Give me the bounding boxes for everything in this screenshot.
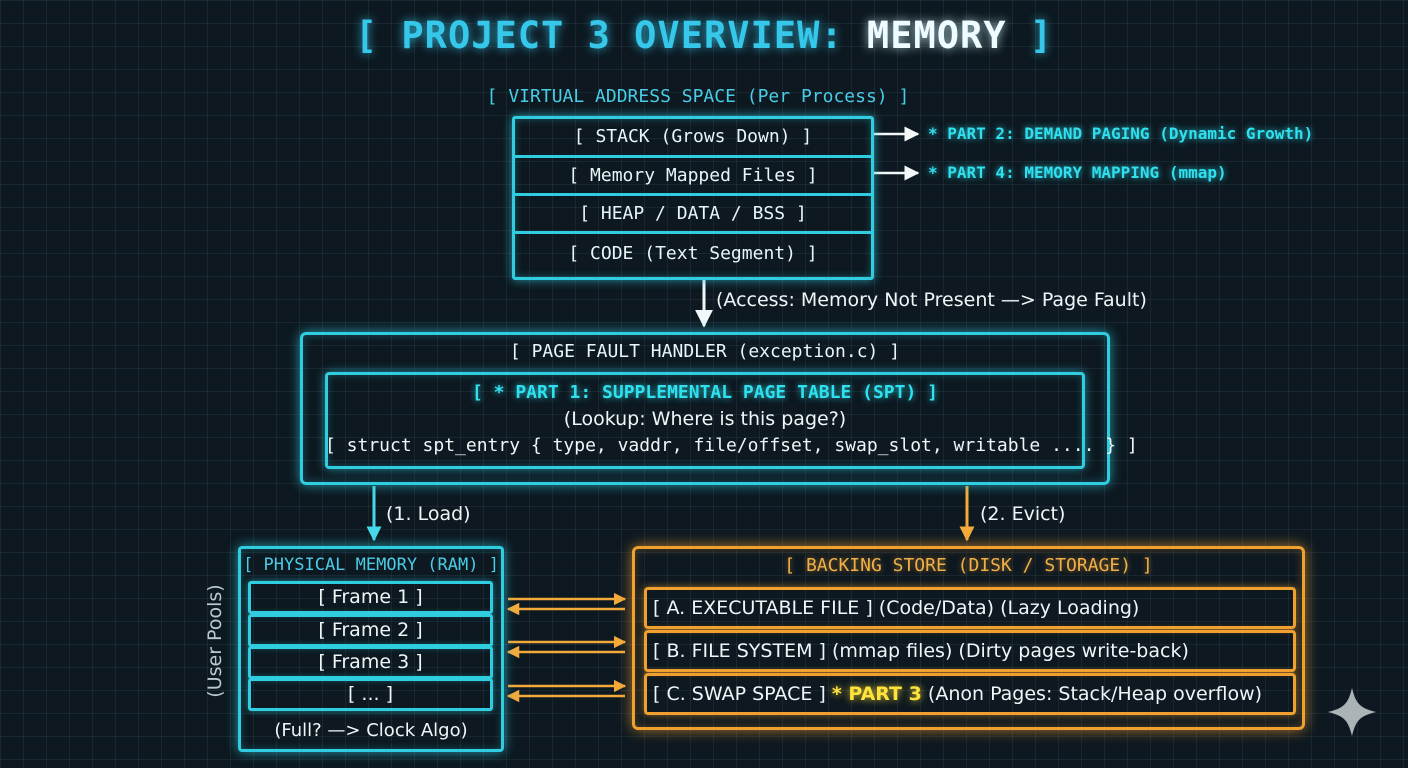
title-prefix: [ PROJECT 3 OVERVIEW: bbox=[354, 14, 844, 57]
sparkle-icon bbox=[1328, 688, 1376, 736]
spt-subtitle: (Lookup: Where is this page?) bbox=[563, 408, 847, 430]
vas-segment-code: [ CODE (Text Segment) ] bbox=[568, 243, 818, 264]
page-title: [ PROJECT 3 OVERVIEW: MEMORY ] bbox=[0, 14, 1408, 57]
physical-memory-label: [ PHYSICAL MEMORY (RAM) ] bbox=[243, 555, 499, 575]
user-pools-label: (User Pools) bbox=[204, 584, 226, 698]
backing-store-box bbox=[632, 546, 1305, 730]
file-system-row: [ B. FILE SYSTEM ] (mmap files) (Dirty p… bbox=[644, 630, 1296, 672]
spt-title: [ * PART 1: SUPPLEMENTAL PAGE TABLE (SPT… bbox=[472, 382, 938, 403]
page-fault-handler-box bbox=[300, 332, 1110, 485]
vas-box: [ STACK (Grows Down) ] [ Memory Mapped F… bbox=[512, 116, 874, 280]
swap-space-desc: (Anon Pages: Stack/Heap overflow) bbox=[927, 683, 1263, 705]
vas-segment-stack: [ STACK (Grows Down) ] bbox=[515, 119, 871, 158]
spt-box bbox=[325, 372, 1085, 469]
clock-algo-note: (Full? —> Clock Algo) bbox=[274, 720, 468, 741]
part4-note: * PART 4: MEMORY MAPPING (mmap) bbox=[928, 163, 1227, 182]
frame-ellipsis: [ ... ] bbox=[248, 678, 493, 711]
vas-segment-heap: [ HEAP / DATA / BSS ] bbox=[515, 196, 871, 234]
swap-space-label: [ C. SWAP SPACE ] bbox=[653, 683, 826, 705]
frame-3: [ Frame 3 ] bbox=[248, 646, 493, 679]
physical-memory-box bbox=[238, 546, 504, 752]
swap-arrows bbox=[506, 592, 627, 703]
vas-segment-mmap: [ Memory Mapped Files ] bbox=[515, 158, 871, 196]
frame-1: [ Frame 1 ] bbox=[248, 581, 493, 614]
load-label: (1. Load) bbox=[386, 503, 471, 525]
executable-file-row: [ A. EXECUTABLE FILE ] (Code/Data) (Lazy… bbox=[644, 587, 1296, 629]
evict-label: (2. Evict) bbox=[980, 503, 1066, 525]
backing-store-label: [ BACKING STORE (DISK / STORAGE) ] bbox=[784, 555, 1153, 576]
part3-badge: * PART 3 bbox=[831, 683, 922, 705]
spt-struct: [ struct spt_entry { type, vaddr, file/o… bbox=[325, 435, 1138, 456]
page-fault-handler-label: [ PAGE FAULT HANDLER (exception.c) ] bbox=[509, 341, 901, 362]
vas-label: [ VIRTUAL ADDRESS SPACE (Per Process) ] bbox=[486, 86, 910, 107]
page-fault-caption: (Access: Memory Not Present —> Page Faul… bbox=[716, 289, 1147, 311]
part2-note: * PART 2: DEMAND PAGING (Dynamic Growth) bbox=[928, 124, 1314, 143]
title-highlight: MEMORY bbox=[866, 14, 1007, 57]
title-suffix: ] bbox=[1029, 14, 1054, 57]
frame-2: [ Frame 2 ] bbox=[248, 614, 493, 647]
swap-space-row: [ C. SWAP SPACE ] * PART 3 (Anon Pages: … bbox=[644, 673, 1296, 715]
